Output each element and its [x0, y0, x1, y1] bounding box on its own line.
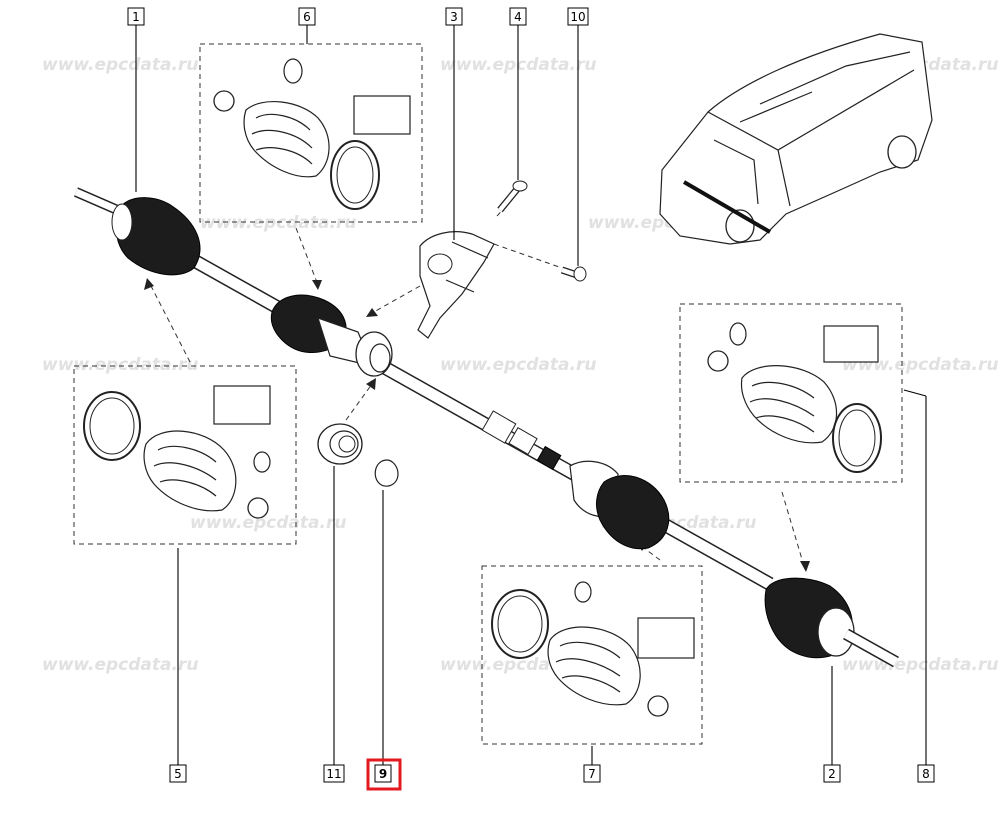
watermark: www.epcdata.ru [200, 213, 356, 233]
boot-kit-8 [707, 322, 882, 473]
callout-label: 8 [922, 767, 930, 781]
bolt [497, 180, 528, 213]
leader-lines [135, 25, 927, 765]
bearing-bracket [417, 231, 495, 339]
watermark: www.epcdata.ru [440, 355, 596, 375]
bearing [317, 423, 363, 465]
watermark: www.epcdata.ru [42, 355, 198, 375]
callout-label: 2 [828, 767, 836, 781]
drive-shaft-assembly [74, 187, 899, 668]
callout-label: 9 [379, 767, 387, 781]
kit-box-5 [73, 365, 297, 545]
callout-label: 3 [450, 10, 458, 24]
callout-10[interactable]: 10 [567, 7, 589, 26]
boot-kit-6 [213, 58, 411, 210]
boot-kit-5 [83, 385, 271, 519]
callout-label: 10 [570, 10, 585, 24]
circlip [374, 459, 399, 487]
callout-11[interactable]: 11 [323, 764, 345, 783]
watermark: www.epcdata.ru [42, 655, 198, 675]
watermark: www.epcdata.ru [842, 355, 998, 375]
callout-3[interactable]: 3 [445, 7, 463, 26]
callout-8[interactable]: 8 [917, 764, 935, 783]
watermark: www.epcdata.ru [42, 55, 198, 75]
callout-label: 1 [132, 10, 140, 24]
watermark-layer: www.epcdata.ru www.epcdata.ru www.epcdat… [42, 55, 998, 675]
kit-box-7 [481, 565, 703, 745]
callout-4[interactable]: 4 [509, 7, 527, 26]
bolt [560, 266, 587, 282]
kit-box-8 [679, 303, 903, 483]
callout-label: 5 [174, 767, 182, 781]
vehicle-locator [659, 33, 933, 245]
callout-7[interactable]: 7 [583, 764, 601, 783]
kit-box-6 [199, 43, 423, 223]
watermark: www.epcdata.ru [842, 655, 998, 675]
callout-9-highlighted[interactable]: 9 [366, 758, 402, 791]
callout-5[interactable]: 5 [169, 764, 187, 783]
callout-label: 6 [303, 10, 311, 24]
callout-6[interactable]: 6 [298, 7, 316, 26]
callout-label: 4 [514, 10, 522, 24]
callout-label: 7 [588, 767, 596, 781]
callout-2[interactable]: 2 [823, 764, 841, 783]
callout-label: 11 [326, 767, 341, 781]
watermark: www.epcdata.ru [190, 513, 346, 533]
boot-kit-7 [491, 581, 695, 717]
callout-1[interactable]: 1 [127, 7, 145, 26]
